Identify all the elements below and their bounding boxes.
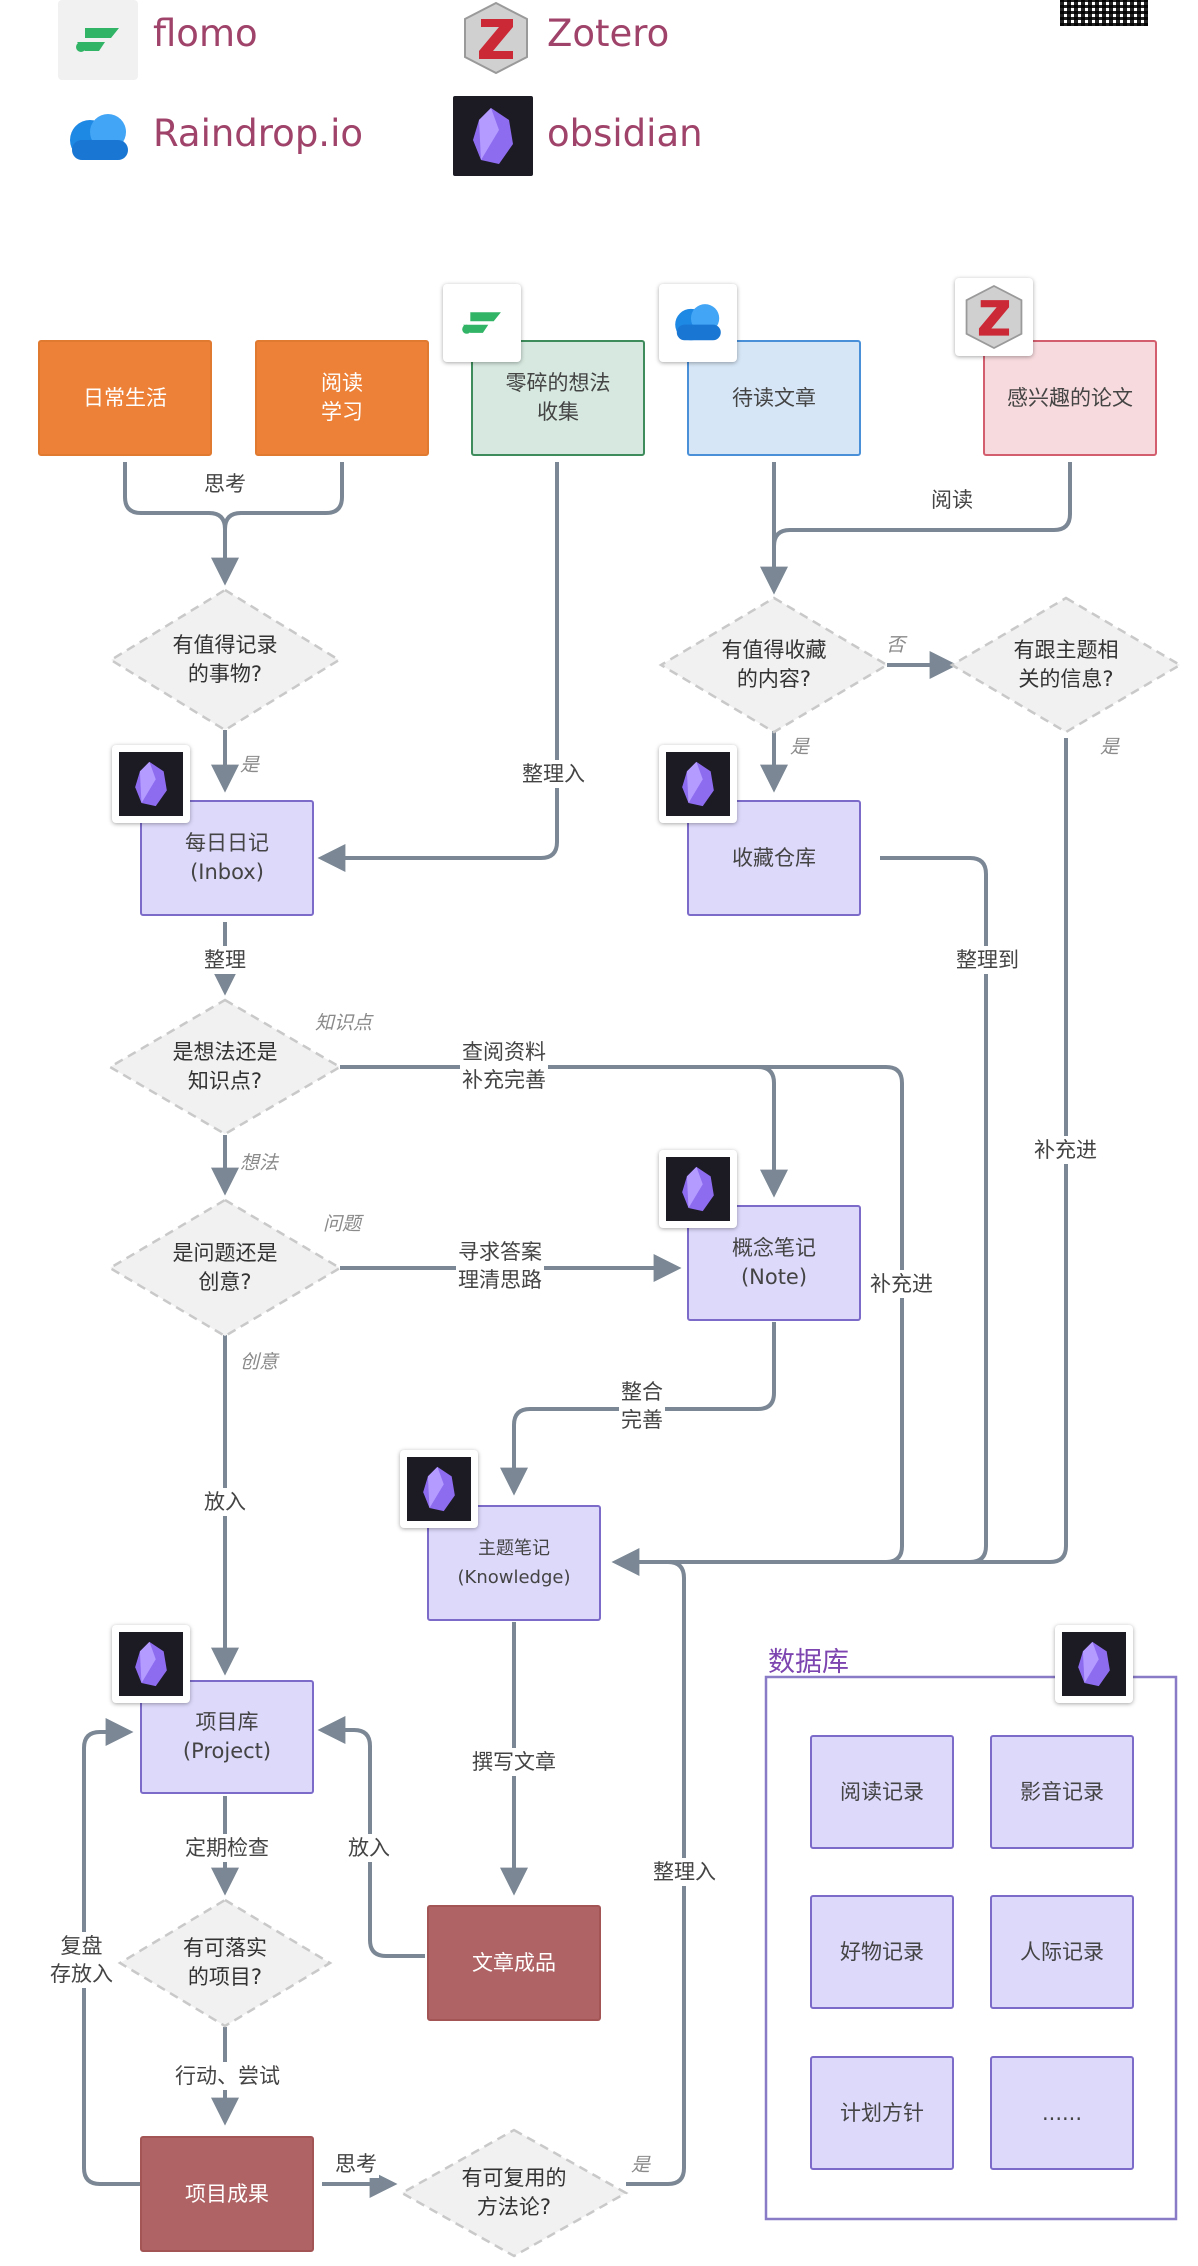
label-put-in-article: 放入 [346,1834,392,1862]
database-item: 影音记录 [990,1735,1134,1849]
obsidian-badge-concept-icon [659,1150,737,1228]
diamond-worth-save [658,596,890,734]
obsidian-badge-collection-icon [659,745,737,823]
label-knowledge-point: 知识点 [315,1012,373,1034]
decision-problem-idea: 是问题还是 创意? [172,1241,278,1294]
database-item: 好物记录 [810,1895,954,2009]
database-item: 人际记录 [990,1895,1134,2009]
legend-label-obsidian: obsidian [547,112,703,155]
label-question: 问题 [323,1213,362,1235]
label-think2: 思考 [333,2150,379,2178]
label-idea: 想法 [240,1152,279,1174]
zotero-logo-icon [458,0,534,76]
database-title: 数据库 [768,1647,849,1678]
label-periodic-check: 定期检查 [183,1834,271,1862]
label-reusable-yes: 是 [631,2154,651,2176]
edge-reading [223,462,344,530]
diamond-idea-knowledge [107,998,343,1136]
label-action-try: 行动、尝试 [173,2062,282,2090]
label-integrate: 整合 完善 [619,1378,665,1434]
flomo-badge-icon [443,284,521,362]
database-item: 计划方针 [810,2056,954,2170]
node-project-result: 项目成果 [140,2136,314,2252]
edge-topic-yes [611,738,1068,1576]
database-item: ...... [990,2056,1134,2170]
diamond-worth-record [108,588,342,732]
label-review-store: 复盘 存放入 [48,1932,115,1988]
decision-topic-related: 有跟主题相 关的信息? [1013,638,1119,691]
label-consult: 查阅资料 补充完善 [460,1038,548,1094]
node-papers: 感兴趣的论文 [983,340,1157,456]
obsidian-badge-topic-icon [400,1450,478,1528]
label-save-yes: 是 [790,736,810,758]
diamond-reusable [399,2128,629,2258]
legend-label-raindrop: Raindrop.io [153,112,363,155]
legend-label-zotero: Zotero [547,12,670,55]
label-put-in-project: 放入 [202,1488,248,1516]
label-supplement-topic: 补充进 [1032,1136,1099,1164]
label-organize-in: 整理入 [520,760,587,788]
label-supplement-knowledge: 补充进 [868,1270,935,1298]
flomo-logo-icon [58,0,138,80]
obsidian-badge-daily-icon [112,745,190,823]
edge-papers [760,462,1072,595]
raindrop-logo-icon [58,100,140,176]
label-organize-in-reusable: 整理入 [651,1858,718,1886]
obsidian-logo-icon [453,96,533,176]
label-topic-yes: 是 [1100,736,1120,758]
database-frame [764,1675,1178,2221]
diamond-problem-idea [107,1198,343,1338]
decision-reusable: 有可复用的 方法论? [461,2166,567,2219]
raindrop-badge-icon [659,284,737,362]
node-project-lib: 项目库 (Project) [140,1680,314,1794]
qr-code-icon [1060,0,1148,26]
label-organize-to: 整理到 [954,946,1021,974]
label-think: 思考 [202,470,248,498]
node-article-done: 文章成品 [427,1905,601,2021]
diamond-actionable [117,1898,333,2028]
decision-actionable: 有可落实 的项目? [183,1936,267,1989]
zotero-badge-icon [955,278,1033,356]
obsidian-badge-database-icon [1055,1625,1133,1703]
edge-fragments [317,462,559,872]
node-reading-study: 阅读 学习 [255,340,429,456]
decision-worth-save: 有值得收藏 的内容? [721,638,827,691]
legend-label-flomo: flomo [153,12,258,55]
database-item: 阅读记录 [810,1735,954,1849]
label-read: 阅读 [929,486,975,514]
label-record-yes: 是 [240,754,260,776]
decision-worth-record: 有值得记录 的事物? [172,633,278,686]
node-daily-life: 日常生活 [38,340,212,456]
obsidian-badge-project-icon [112,1625,190,1703]
label-creative: 创意 [240,1351,279,1373]
diamond-topic-related [949,596,1183,734]
label-seek-answer: 寻求答案 理清思路 [456,1238,544,1294]
label-write-article: 撰写文章 [470,1748,558,1776]
label-no: 否 [886,634,906,656]
label-organize: 整理 [202,946,248,974]
decision-idea-knowledge: 是想法还是 知识点? [172,1040,278,1093]
